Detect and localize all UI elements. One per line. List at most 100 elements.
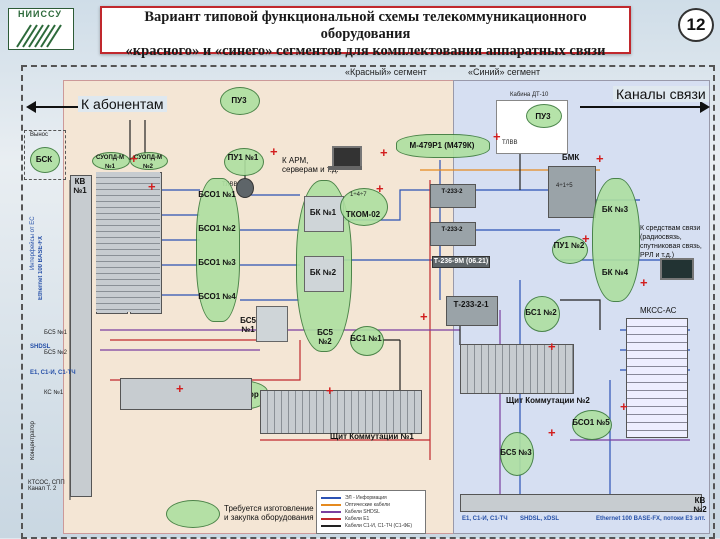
- bk4-label: БК №4: [601, 268, 629, 277]
- t236-device: [432, 256, 490, 268]
- left-ks-label: КС №1: [44, 390, 64, 396]
- left-ktcos-label: КТСОС, СПП Канал Т. 2: [28, 480, 65, 492]
- bso1-1-label: БСО1 №1: [198, 190, 236, 199]
- m479-highlight: [396, 134, 490, 158]
- plus-marker: +: [376, 181, 384, 196]
- left-bs5-1-label: БС5 №1: [44, 330, 67, 336]
- eth-bottom-label: Ethernet 100 BASE-FX, потоки E3 элт.: [596, 516, 706, 522]
- kv1-rack: [70, 175, 92, 497]
- bs1-mid-label: БС1 №1: [350, 334, 382, 343]
- bmk-n-label: 4÷1÷5: [556, 183, 573, 189]
- t233-a-device: [430, 184, 476, 208]
- pu1-2-label: ПУ1 №2: [553, 241, 585, 250]
- pu1-2-highlight: [552, 236, 588, 264]
- plus-marker: +: [493, 129, 501, 144]
- plus-marker: +: [596, 151, 604, 166]
- red-segment-label: «Красный» сегмент: [345, 67, 427, 77]
- bso1-5-label: БСО1 №5: [572, 418, 610, 427]
- vynos-label: Вынос: [30, 132, 48, 138]
- left-shdsl-label: SHDSL: [30, 344, 51, 350]
- suord1-highlight: [92, 152, 130, 170]
- page-title: Вариант типовой функциональной схемы тел…: [100, 9, 631, 60]
- plus-marker: +: [420, 309, 428, 324]
- bs1-2-highlight: [524, 296, 560, 332]
- requires-label: Требуется изготовление и закупка оборудо…: [224, 504, 314, 522]
- bs1-2-label: БС1 №2: [525, 308, 557, 317]
- shk1-label: Щит Коммутации №1: [330, 432, 414, 441]
- pu1-highlight: [224, 148, 264, 176]
- bsk-highlight: [30, 147, 60, 173]
- suord-ports: [96, 172, 160, 312]
- tlv-label-right: ТЛВВ: [502, 140, 518, 146]
- t233-2-1-label: Т-233-2-1: [453, 300, 489, 309]
- logo-text: НИИССУ: [18, 9, 62, 19]
- koncentrator-panel: [120, 378, 252, 410]
- plus-marker: +: [176, 381, 184, 396]
- bk34-highlight: [592, 178, 640, 302]
- legend-row: Оптические кабели: [321, 502, 390, 508]
- t233-2-1-device: [446, 296, 498, 326]
- legend-label: Кабели SHDSL: [345, 509, 380, 515]
- plus-marker: +: [620, 399, 628, 414]
- bk1-module: [304, 196, 344, 232]
- legend-row: Кабели E1: [321, 516, 369, 522]
- title-line-2: «красного» и «синего» сегментов для комп…: [125, 43, 606, 59]
- plus-marker: +: [380, 145, 388, 160]
- shk1-panel: [260, 390, 422, 434]
- pu3-right-label: ПУ3: [535, 112, 551, 121]
- t233-a-label: Т-233-2: [441, 189, 463, 195]
- kv2-label: КВ №2: [693, 496, 707, 514]
- title-box: [100, 6, 631, 54]
- bso1-3-label: БСО1 №3: [198, 258, 236, 267]
- plus-marker: +: [640, 275, 648, 290]
- bso1-column-highlight: [196, 178, 240, 322]
- monitor-icon: [332, 146, 362, 168]
- pu3-left-highlight: [220, 87, 260, 115]
- suord2-label: СУОПД-М №2: [133, 155, 163, 170]
- t233-b-label: Т-233-2: [441, 227, 463, 233]
- legend-label: Оптические кабели: [345, 502, 390, 508]
- legend-label: Кабели С1-И, С1-ТЧ (С1-ФЕ): [345, 523, 412, 529]
- tkom-label: ТКОМ-02: [345, 210, 381, 219]
- legend-label: ЭЛ - Информация: [345, 495, 387, 501]
- requires-legend-oval: [166, 500, 220, 528]
- bk2-label: БК №2: [309, 268, 337, 277]
- arrow-right-icon: [700, 101, 710, 113]
- arrow-right-label: Каналы связи: [613, 86, 709, 102]
- kabina-label: Кабина ДТ-10: [510, 92, 549, 98]
- bs5-left-label: БС5 №1: [240, 316, 256, 334]
- suord2-highlight: [130, 152, 168, 170]
- legend-swatch: [321, 510, 341, 513]
- k-sredstvam-label: К средствам связи (радиосвязь, спутников…: [640, 225, 702, 259]
- arrow-left-icon: [26, 101, 36, 113]
- title-line-1: Вариант типовой функциональной схемы тел…: [144, 9, 587, 42]
- bmk-device: [548, 166, 596, 218]
- pu3-right-highlight: [526, 104, 562, 128]
- bmk-label: БМК: [562, 153, 580, 162]
- plus-marker: +: [326, 383, 334, 398]
- legend-swatch: [321, 517, 341, 520]
- pu3-left-label: ПУ3: [231, 96, 247, 105]
- legend-swatch: [321, 503, 341, 506]
- bso1-5-highlight: [572, 410, 612, 440]
- page-number: 12: [678, 8, 714, 42]
- t236-label: Т-236-9М (06.21): [433, 258, 489, 265]
- left-e1-label: E1, С1-И, С1-ТЧ: [30, 370, 76, 376]
- e1-bottom-label: E1, С1-И, С1-ТЧ: [462, 516, 508, 522]
- bs5-3-highlight: [500, 432, 534, 476]
- tkom-n-label: 1÷4÷7: [350, 192, 367, 198]
- bs5-3-label: БС5 №3: [500, 448, 532, 457]
- plus-marker: +: [548, 339, 556, 354]
- plus-marker: +: [148, 179, 156, 194]
- legend-row: ЭЛ - Информация: [321, 495, 387, 501]
- headset-icon: [236, 178, 254, 198]
- legend-swatch: [321, 496, 341, 499]
- shk2-label: Щит Коммутации №2: [506, 396, 590, 405]
- plus-marker: +: [270, 144, 278, 159]
- bs5-left-module: [256, 306, 288, 342]
- mkss-panel: [626, 318, 688, 438]
- laptop-icon: [660, 258, 694, 280]
- bk2-module: [304, 256, 344, 292]
- bso1-2-label: БСО1 №2: [198, 224, 236, 233]
- legend-row: Кабели SHDSL: [321, 509, 380, 515]
